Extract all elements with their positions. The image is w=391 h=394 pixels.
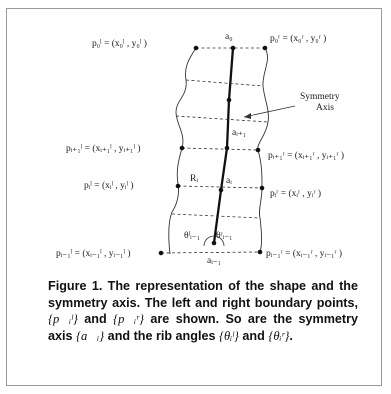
label-a0: a₀ (225, 32, 233, 42)
symmetry-axis-line (212, 47, 235, 244)
axis-pointer-line (243, 105, 296, 118)
caption-text: and (238, 328, 269, 343)
label-a-i: aᵢ (226, 176, 232, 186)
label-theta-left: θˡᵢ₋₁ (184, 231, 200, 241)
boundary-point (255, 147, 261, 153)
label-p-i-plus-1-right: pᵢ₊₁ʳ = (xᵢ₊₁ʳ , yᵢ₊₁ʳ ) (268, 150, 344, 161)
boundary-point (179, 145, 185, 151)
rib-line (175, 115, 269, 123)
rib-angle-arc (203, 235, 225, 247)
label-symmetry-axis-line1: Symmetry (300, 92, 340, 102)
boundary-point (193, 45, 199, 51)
label-p0-left: p₀ˡ = (x₀ˡ , y₀ˡ ) (92, 38, 147, 49)
axis-point (230, 45, 236, 51)
rib-line (181, 147, 259, 151)
caption-text: . (289, 328, 293, 343)
label-p-i-plus-1-left: pᵢ₊₁ˡ = (xᵢ₊₁ˡ , yᵢ₊₁ˡ ) (66, 143, 141, 154)
label-p0-right: p₀ʳ = (x₀ʳ , y₀ʳ ) (270, 33, 326, 44)
caption-math-left-points: {p⃗ᵢˡ} (48, 312, 78, 327)
label-theta-right: θʳᵢ₋₁ (216, 231, 233, 241)
caption-math-axis: {a⃗ᵢ} (76, 328, 105, 343)
label-p-i-minus-1-left: pᵢ₋₁ˡ = (xᵢ₋₁ˡ , yᵢ₋₁ˡ ) (56, 248, 131, 259)
rib-line (160, 251, 261, 254)
caption-text: are shown. So are the symmetry axis (48, 312, 359, 343)
rib-line (177, 185, 263, 189)
caption-text: and (77, 312, 114, 327)
caption-text: Figure 1. The representation of the shap… (48, 279, 358, 310)
caption-math-theta-left: {θᵢˡ} (218, 328, 239, 343)
label-symmetry-axis-line2: Axis (316, 103, 334, 113)
rib-line (171, 213, 261, 219)
label-p-i-left: pᵢˡ = (xᵢˡ , yᵢˡ ) (84, 180, 134, 191)
caption-math-right-points: {p⃗ᵢʳ} (113, 312, 145, 327)
axis-point (218, 187, 224, 193)
caption-text: and the rib angles (104, 328, 219, 343)
rib-line (185, 79, 264, 87)
label-p-i-right: pᵢʳ = (xᵢʳ , yᵢʳ ) (270, 188, 321, 199)
label-rib-R-i: Rᵢ (190, 174, 198, 184)
axis-point (226, 97, 232, 103)
left-boundary-curve (168, 47, 197, 255)
boundary-point (175, 183, 181, 189)
boundary-point (262, 45, 268, 51)
axis-point (224, 145, 230, 151)
caption-math-theta-right: {θᵢʳ} (268, 328, 290, 343)
axis-pointer-arrowhead (244, 113, 251, 119)
label-p-i-minus-1-right: pᵢ₋₁ʳ = (xᵢ₋₁ʳ , yᵢ₋₁ʳ ) (266, 248, 342, 259)
boundary-point (259, 185, 265, 191)
label-a-i-minus-1: aᵢ₋₁ (207, 256, 221, 266)
boundary-point (257, 249, 263, 255)
axis-point (211, 240, 217, 246)
boundary-point (158, 250, 164, 256)
figure-caption: Figure 1. The representation of the shap… (48, 278, 358, 344)
figure-frame (6, 8, 382, 386)
label-a-i-plus-1: aᵢ₊₁ (232, 128, 246, 138)
